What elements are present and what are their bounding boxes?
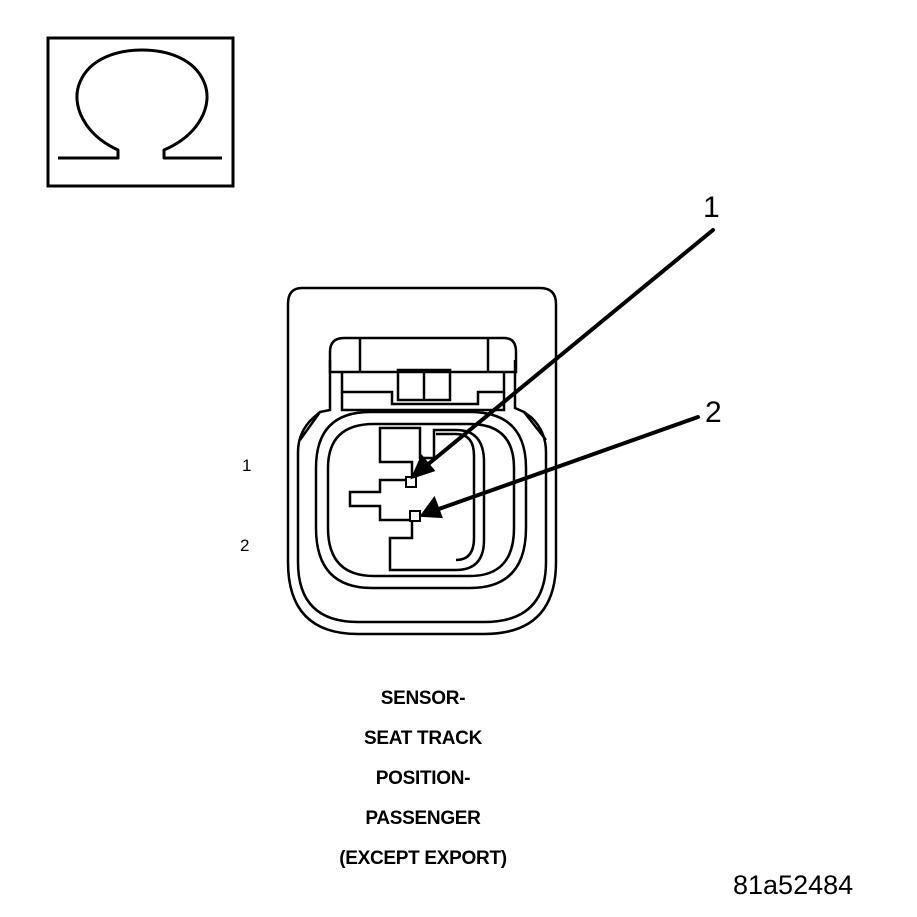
- title-line-2: SEAT TRACK: [363, 728, 483, 749]
- title-line-4: PASSENGER: [365, 808, 481, 829]
- title-line-5: (EXCEPT EXPORT): [339, 848, 507, 869]
- callout-label-2: 2: [705, 396, 722, 429]
- leader-arrow-1: [410, 454, 436, 480]
- leader-lines: [410, 228, 715, 519]
- connector-housing: [286, 286, 558, 636]
- housing-outer-outline: [286, 286, 558, 636]
- title-line-1: SENSOR-: [380, 688, 466, 709]
- title-line-3: POSITION-: [375, 768, 471, 789]
- latch-outline: [328, 336, 518, 374]
- latch-body: [340, 372, 506, 406]
- figure-id: 81a52484: [733, 870, 854, 900]
- pin-label-1: 1: [242, 456, 252, 475]
- housing-right-shoulder: [513, 360, 547, 441]
- leader-line-2: [434, 415, 700, 512]
- pin-label-2: 2: [240, 536, 250, 555]
- ohm-symbol: [46, 36, 235, 188]
- connector-latch: [328, 336, 518, 412]
- terminal-cavity: [348, 426, 486, 572]
- housing-left-shoulder: [298, 360, 332, 441]
- leader-line-1: [424, 228, 715, 468]
- pin-2-terminal: [409, 510, 421, 522]
- face-outer-seal: [314, 410, 528, 590]
- ohm-icon: [58, 48, 222, 160]
- ohm-symbol-frame: [46, 36, 235, 188]
- face-inner-seal: [326, 422, 516, 578]
- connector-face: [314, 410, 528, 590]
- pin-1-terminal: [405, 476, 417, 488]
- callout-label-1: 1: [703, 191, 720, 224]
- housing-inner-outline: [296, 411, 548, 624]
- leader-arrow-2: [419, 495, 443, 519]
